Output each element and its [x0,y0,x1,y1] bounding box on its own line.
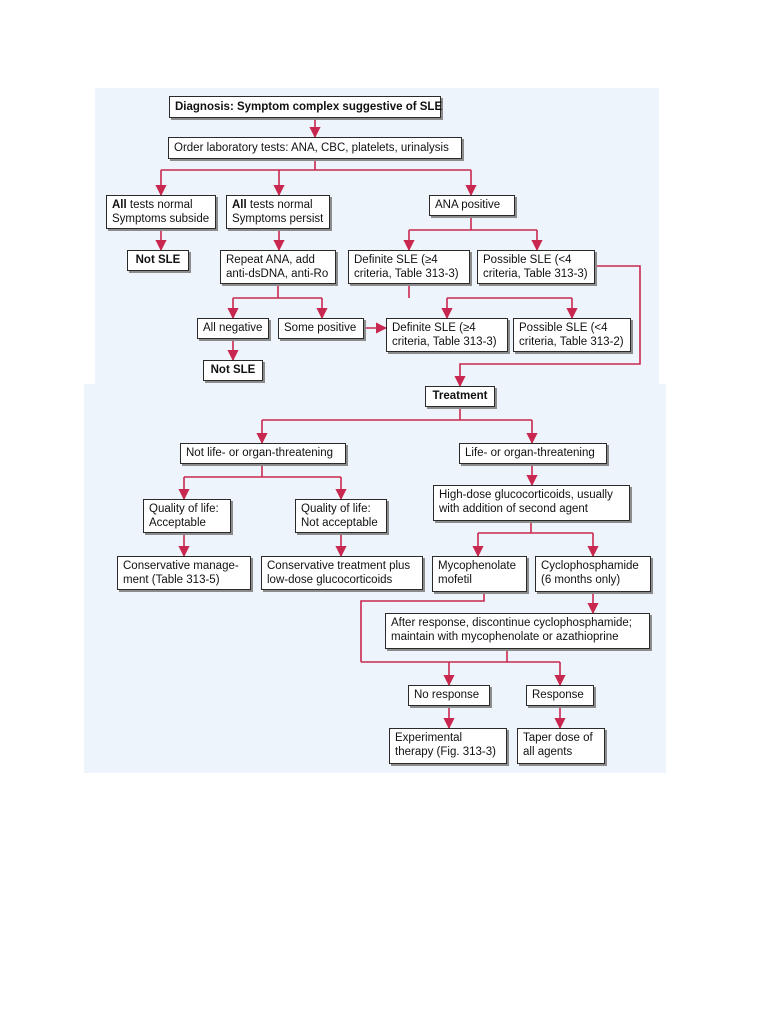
node-not-sle-2: Not SLE [203,360,263,381]
connector-40 [360,592,485,662]
connector-23 [454,265,641,388]
node-all-normal-subside: All tests normal Symptoms subside [106,195,216,229]
node-not-sle-1: Not SLE [127,250,189,271]
node-qol-acceptable: Quality of life:Acceptable [143,499,231,533]
node-after-response: After response, discontinue cyclophospha… [385,613,650,649]
node-treatment: Treatment [425,386,495,407]
node-not-life-threatening: Not life- or organ-threatening [180,443,346,464]
node-all-normal-persist: All tests normal Symptoms persist [226,195,330,229]
node-qol-not-acceptable: Quality of life:Not acceptable [295,499,387,533]
node-order-tests: Order laboratory tests: ANA, CBC, platel… [168,137,462,159]
node-no-response: No response [408,685,490,706]
node-all-negative: All negative [197,318,269,339]
node-cyclophosphamide: Cyclophosphamide(6 months only) [535,556,651,592]
node-conservative-management: Conservative manage-ment (Table 313-5) [117,556,251,590]
node-some-positive: Some positive [278,318,364,339]
node-ana-positive: ANA positive [429,195,515,216]
node-life-threatening: Life- or organ-threatening [459,443,607,464]
node-response: Response [526,685,594,706]
node-diagnosis: Diagnosis: Symptom complex suggestive of… [169,96,442,118]
